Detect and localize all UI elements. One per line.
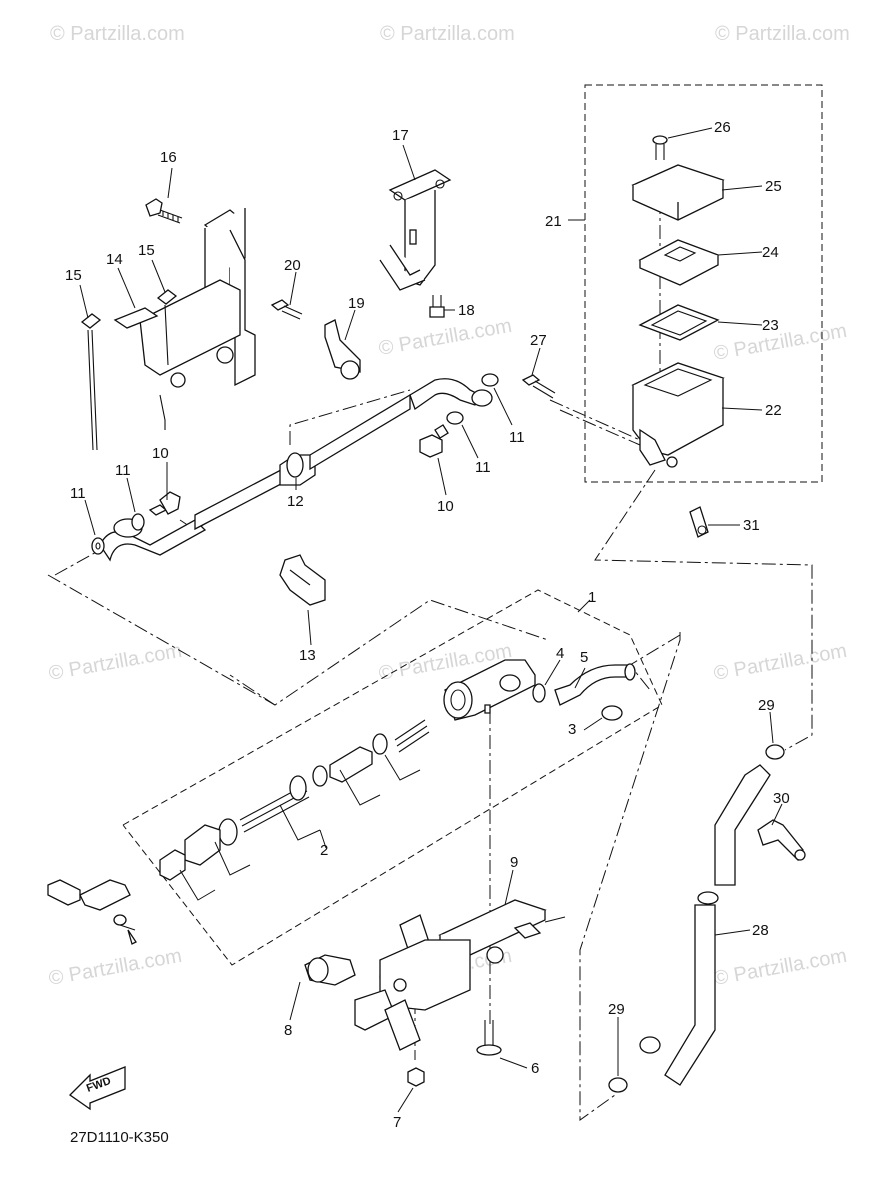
callout-13: 13: [299, 647, 316, 664]
watermark: © Partzilla.com: [50, 23, 185, 45]
callout-24: 24: [762, 244, 779, 261]
callout-1: 1: [588, 589, 596, 606]
union-bolt-10: [148, 424, 449, 516]
callout-19: 19: [348, 295, 365, 312]
callout-27: 27: [530, 332, 547, 349]
callout-26: 26: [714, 119, 731, 136]
screw-26: [652, 135, 668, 160]
callout-29b: 29: [608, 1001, 625, 1018]
callout-17: 17: [392, 127, 409, 144]
leader-lines: [79, 127, 783, 1113]
holder-8: [304, 954, 356, 986]
brake-hose-12: [99, 378, 493, 562]
callout-9: 9: [510, 854, 518, 871]
bolt-6: [476, 1020, 502, 1056]
watermark: © Partzilla.com: [712, 945, 849, 990]
callout-10a: 10: [152, 445, 169, 462]
bolt-27: [521, 374, 556, 399]
callout-14: 14: [106, 251, 123, 268]
clevis-pin: [47, 879, 137, 945]
callout-3: 3: [568, 721, 576, 738]
watermark: © Partzilla.com: [47, 640, 184, 685]
hose-joint-5: [554, 663, 636, 706]
clamp-19: [324, 319, 361, 380]
callout-25: 25: [765, 178, 782, 195]
callout-8: 8: [284, 1022, 292, 1039]
callout-23: 23: [762, 317, 779, 334]
hose-28: [639, 764, 771, 1086]
watermark: © Partzilla.com: [47, 945, 184, 990]
bolt-18: [429, 295, 445, 318]
callout-4: 4: [556, 645, 564, 662]
callout-15a: 15: [65, 267, 82, 284]
bracket-14: [113, 208, 256, 430]
piston-kit-2: [159, 719, 430, 881]
cap-25: [631, 164, 725, 221]
watermark: © Partzilla.com: [712, 640, 849, 685]
watermark: © Partzilla.com: [712, 320, 849, 365]
callout-22: 22: [765, 402, 782, 419]
callout-6: 6: [531, 1060, 539, 1077]
bracket-17: [379, 169, 452, 291]
nut-7: [407, 1067, 425, 1087]
bracket-9: [354, 899, 566, 1051]
connector-30: [757, 819, 806, 862]
callout-11a: 11: [70, 485, 86, 502]
master-cylinder-assembly-box: [122, 589, 663, 966]
o-ring-4: [532, 683, 546, 703]
callout-11b: 11: [115, 462, 131, 479]
circlip-3: [601, 705, 623, 721]
watermark: © Partzilla.com: [715, 23, 850, 45]
callout-31: 31: [743, 517, 760, 534]
callout-5: 5: [580, 649, 588, 666]
callout-15b: 15: [138, 242, 155, 259]
callout-28: 28: [752, 922, 769, 939]
diaphragm-23: [638, 304, 720, 341]
callout-18: 18: [458, 302, 475, 319]
callout-30: 30: [773, 790, 790, 807]
bolt-16: [145, 198, 183, 224]
forward-arrow-icon: FWD: [68, 1066, 126, 1111]
callout-12: 12: [287, 493, 304, 510]
clamp-29: [608, 744, 785, 1093]
bolt-20: [270, 299, 303, 320]
callout-20: 20: [284, 257, 301, 274]
master-cylinder-body: [443, 659, 536, 721]
callout-7: 7: [393, 1114, 401, 1131]
callout-16: 16: [160, 149, 177, 166]
plate-24: [638, 239, 720, 286]
reservoir-22: [631, 362, 725, 468]
watermark: © Partzilla.com: [377, 315, 514, 360]
cable-tie-15: [80, 289, 178, 451]
callout-29a: 29: [758, 697, 775, 714]
washer-11: [91, 373, 499, 555]
callout-2: 2: [320, 842, 328, 859]
watermark: © Partzilla.com: [380, 23, 515, 45]
callout-21: 21: [545, 213, 562, 230]
callout-11d: 11: [509, 429, 525, 446]
clip-31: [689, 506, 709, 538]
callout-10b: 10: [437, 498, 454, 515]
callout-11c: 11: [475, 459, 491, 476]
reservoir-assembly-box: [584, 84, 823, 483]
diagram-code: 27D1110-K350: [70, 1129, 169, 1146]
callouts: 1 2 3 4 5 6 7 8 9 10 10 11 11 11 11 12 1…: [65, 119, 790, 1131]
holder-13: [279, 554, 326, 606]
